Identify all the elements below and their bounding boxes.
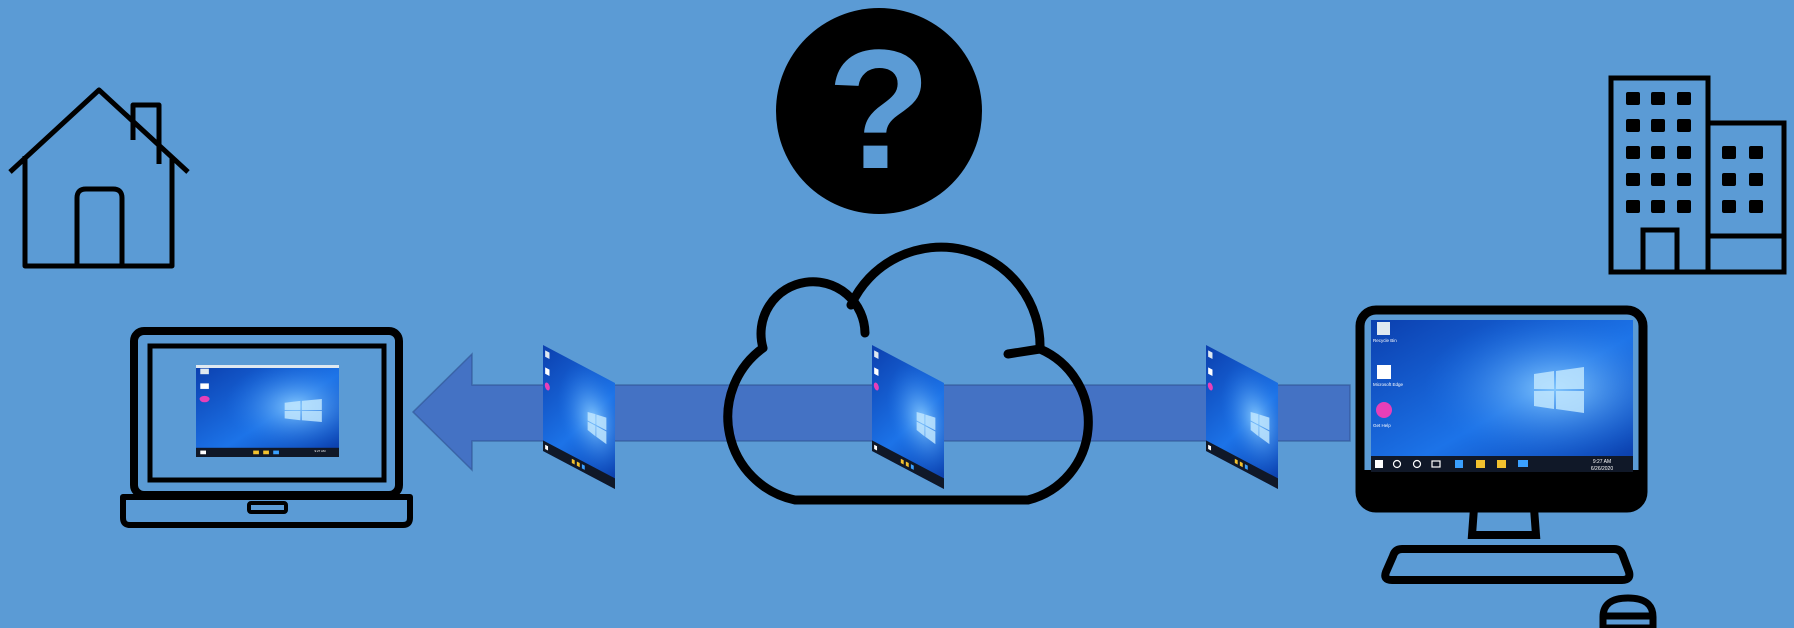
desktop-icon-label-edge: Microsoft Edge <box>1373 382 1404 387</box>
file-explorer-icon <box>1476 460 1485 468</box>
desktop-clock-date: 6/26/2020 <box>1591 466 1613 472</box>
app-shortcut-icon <box>1376 402 1392 418</box>
start-icon <box>1375 460 1383 468</box>
store-icon <box>1497 460 1506 468</box>
recycle-bin-icon <box>1377 322 1390 335</box>
laptop-clock-time: 9:27 AM <box>314 449 326 453</box>
desktop-icon-label-app: Get Help <box>1373 423 1391 428</box>
question-mark-icon: ? <box>776 8 982 214</box>
laptop-remote-screen <box>196 365 339 457</box>
desktop-clock-time: 9:27 AM <box>1593 459 1611 465</box>
question-mark-glyph: ? <box>827 15 931 205</box>
edge-icon <box>1377 365 1391 379</box>
desktop-icon-label-recycle: Recycle Bin <box>1373 338 1397 343</box>
taskbar-edge-icon <box>1455 460 1463 468</box>
desktop-remote-screen: Recycle Bin Microsoft Edge Get Help 9:27… <box>1371 320 1633 472</box>
mail-icon <box>1518 460 1528 467</box>
